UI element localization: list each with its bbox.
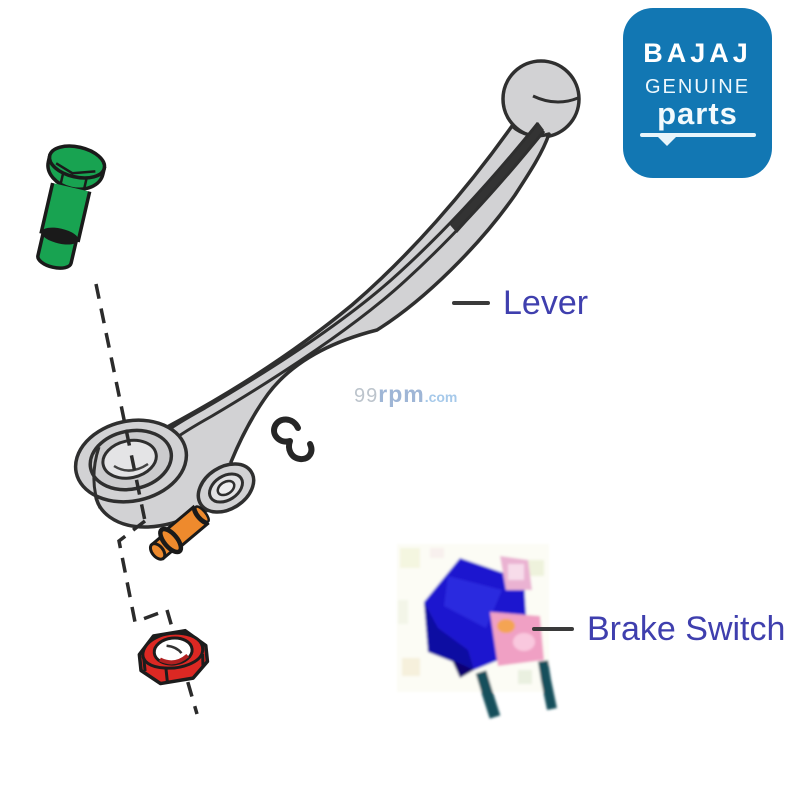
callout-lever: Lever — [452, 286, 588, 320]
pivot-hole-arc — [113, 462, 149, 472]
lever-edge-groove — [450, 122, 544, 233]
watermark-rpm: rpm — [378, 381, 425, 407]
pivot-bolt-drawing — [36, 144, 107, 270]
lever-contour-line — [159, 122, 540, 438]
boss-face-line — [92, 446, 102, 509]
callout-brake-switch: Brake Switch — [532, 612, 785, 646]
brake-switch-photo — [397, 544, 557, 719]
watermark-99: 99 — [354, 385, 379, 407]
callout-dash — [452, 300, 490, 306]
brake-switch-label: Brake Switch — [587, 610, 786, 648]
logo-brand-text: BAJAJ — [643, 38, 752, 68]
switch-pin — [538, 660, 557, 711]
watermark-com: .com — [424, 389, 458, 405]
lever-contour-line — [171, 130, 546, 443]
callout-dash — [532, 626, 574, 632]
nut-drawing — [137, 628, 210, 686]
lever-label: Lever — [503, 284, 589, 322]
pivot-pin-drawing — [148, 504, 210, 561]
logo-genuine-text: GENUINE — [644, 76, 751, 98]
switch-pin — [475, 670, 501, 719]
bajaj-genuine-parts-logo: BAJAJ GENUINE parts — [623, 8, 772, 178]
logo-underline — [639, 133, 756, 146]
ball-highlight-arc — [532, 94, 579, 104]
lever-drawing — [73, 59, 581, 529]
circlip-drawing — [271, 416, 315, 463]
pin-flange — [158, 526, 184, 555]
logo-parts-text: parts — [657, 96, 738, 131]
lever-cable-hole — [196, 462, 256, 514]
logo-triangle-icon — [657, 137, 676, 146]
bolt-groove — [41, 227, 79, 245]
